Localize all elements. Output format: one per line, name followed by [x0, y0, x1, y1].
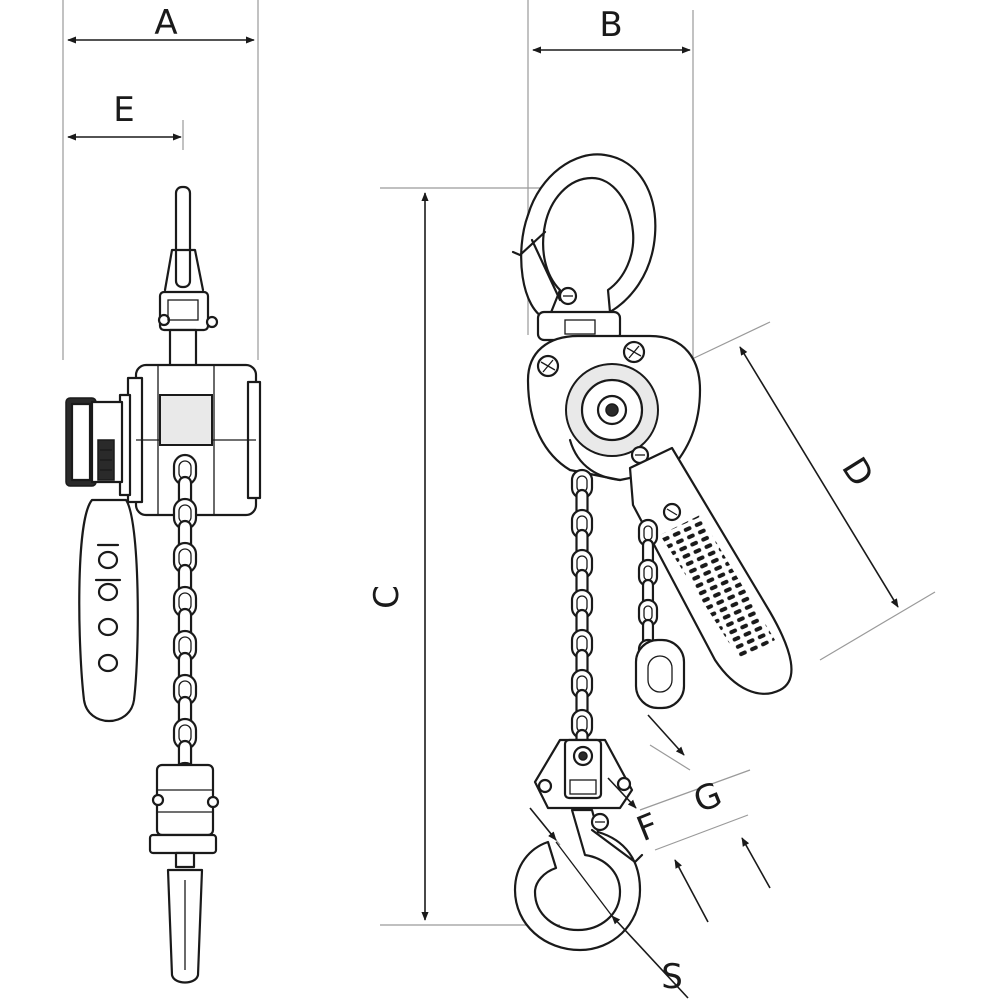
front-lever-handle — [628, 446, 793, 695]
side-load-chain — [172, 453, 198, 795]
front-bottom-block — [533, 738, 634, 810]
dimension-s-arrow-top — [529, 807, 557, 841]
dimension-label-a: A — [154, 3, 177, 43]
extension-line-g-bottom — [654, 814, 749, 851]
dimension-label-c: C — [367, 585, 407, 609]
dimension-d-arrow — [739, 346, 899, 608]
dimension-label-e: E — [113, 90, 134, 130]
extension-line-g-mid — [639, 769, 751, 811]
extension-line-g-top — [649, 744, 691, 771]
dimension-label-s: S — [661, 957, 683, 997]
dimension-g-arrow-bottom — [741, 837, 771, 889]
dimension-s-arrow-bottom — [611, 915, 689, 999]
extension-line-d-bottom — [819, 591, 936, 661]
front-chain-end-link — [634, 638, 686, 710]
dimension-f-arrow-bottom — [674, 859, 709, 923]
side-lever-handle — [78, 498, 139, 723]
side-view: A E — [62, 0, 262, 984]
dimension-label-f: F — [631, 806, 664, 850]
front-bottom-hook — [513, 808, 644, 952]
front-top-hook — [511, 153, 657, 342]
front-load-chain — [570, 468, 594, 760]
front-hoist-body — [526, 334, 702, 482]
dimension-label-g: G — [688, 774, 727, 821]
dimension-g-arrow-top — [647, 714, 685, 756]
side-top-hook — [157, 185, 219, 368]
extension-line-d-top — [689, 321, 771, 361]
dimension-s-line — [555, 841, 613, 917]
dimension-label-d: D — [833, 450, 881, 493]
side-bottom-hook — [148, 763, 220, 984]
front-view: B C D — [367, 0, 936, 999]
dimension-f-arrow-top — [607, 777, 637, 809]
dimension-label-b: B — [599, 5, 622, 45]
side-hoist-body — [65, 363, 262, 517]
